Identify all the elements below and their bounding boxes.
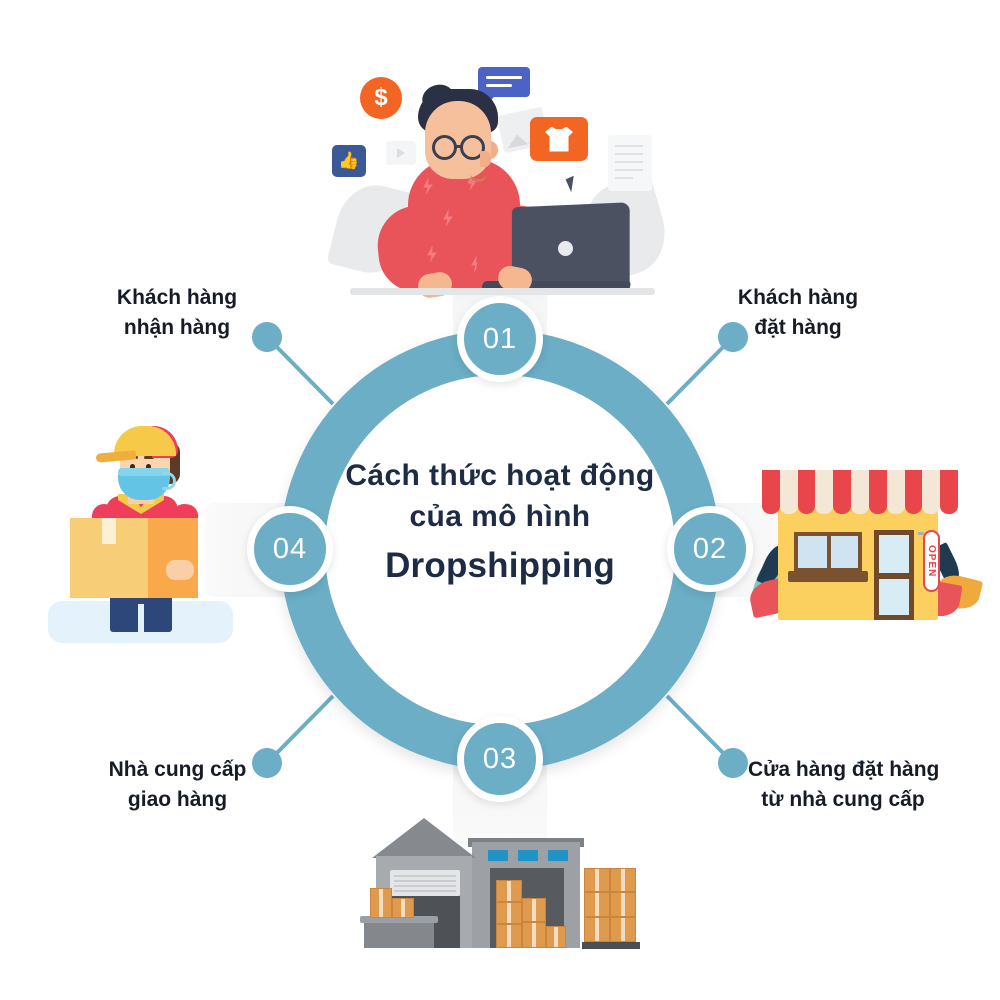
play-icon (386, 141, 416, 165)
document-icon (608, 135, 652, 191)
cardboard-box (610, 868, 636, 892)
dollar-coin-icon: $ (360, 77, 402, 119)
person-nose (480, 151, 491, 167)
label-line-1: Nhà cung cấp (108, 758, 247, 781)
open-sign: OPEN (923, 530, 940, 592)
courier-right-hand (166, 560, 194, 580)
face-mask-top-edge (118, 468, 170, 476)
title-line-1: Cách thức hoạt động (345, 459, 655, 492)
label-line-2: từ nhà cung cấp (761, 788, 925, 812)
title-line-3: Dropshipping (385, 545, 615, 585)
title-line-2: của mô hình (409, 500, 591, 534)
laptop-logo (558, 241, 573, 256)
cardboard-box (370, 888, 392, 918)
face-mask-ear-loop (162, 472, 176, 490)
customer-shopping-online-illustration: $ 👍 (326, 55, 676, 300)
step-badge-03[interactable]: 03 (457, 716, 543, 802)
warehouse-window (488, 850, 508, 861)
cardboard-box (610, 917, 636, 942)
open-sign-rod (918, 532, 924, 535)
shop-window-mullion (827, 532, 831, 572)
warehouse-window (518, 850, 538, 861)
cardboard-box (522, 898, 546, 922)
label-line-1: Cửa hàng đặt hàng (748, 758, 940, 781)
cardboard-box (584, 917, 610, 942)
thumbs-up-icon: 👍 (332, 145, 366, 177)
label-line-2: đặt hàng (754, 316, 842, 340)
label-customer-orders: Khách hàng đặt hàng (733, 283, 863, 344)
cursor-icon (565, 175, 580, 193)
cardboard-box (496, 924, 522, 948)
glasses-icon (432, 135, 457, 160)
loading-dock (364, 922, 434, 948)
label-line-1: Khách hàng (737, 286, 859, 309)
cardboard-box (610, 892, 636, 917)
courier-eye (130, 464, 135, 471)
label-customer-receives: Khách hàng nhận hàng (112, 283, 242, 344)
cardboard-box (584, 892, 610, 917)
tshirt-icon (530, 117, 588, 161)
label-supplier-delivers: Nhà cung cấp giao hàng (105, 755, 250, 816)
pallet (582, 942, 640, 949)
person-smile (470, 171, 487, 182)
delivery-courier-illustration (48, 408, 248, 643)
step-badge-04[interactable]: 04 (247, 506, 333, 592)
parcel-tape (102, 518, 116, 544)
chat-bubble-icon (478, 67, 530, 105)
cardboard-box (546, 926, 566, 948)
shop-window-sill (788, 571, 868, 582)
storefront-illustration: OPEN (746, 440, 985, 635)
parcel-box-side (148, 518, 198, 598)
courier-eyebrow (144, 456, 154, 459)
glasses-bridge (456, 145, 462, 148)
desk-surface (350, 288, 655, 295)
warehouse-illustration (350, 812, 650, 952)
warehouse-roof (372, 818, 476, 858)
page-title: Cách thức hoạt động của mô hình Dropship… (300, 455, 700, 590)
label-line-2: giao hàng (127, 788, 228, 812)
shop-awning (762, 470, 958, 514)
warehouse-roller-shutter (390, 870, 460, 896)
courier-legs-gap (138, 604, 144, 632)
ring-inner-area (325, 375, 675, 725)
loading-dock-top (360, 916, 438, 923)
step-badge-02[interactable]: 02 (667, 506, 753, 592)
warehouse-window (548, 850, 568, 861)
cardboard-box (392, 898, 414, 918)
cardboard-box (496, 902, 522, 924)
cardboard-box (522, 922, 546, 948)
label-line-2: nhận hàng (123, 316, 231, 340)
label-line-1: Khách hàng (116, 286, 238, 309)
cardboard-box (584, 868, 610, 892)
courier-eye (146, 464, 151, 471)
cardboard-box (496, 880, 522, 902)
step-badge-01[interactable]: 01 (457, 296, 543, 382)
label-store-orders-from-supplier: Cửa hàng đặt hàng từ nhà cung cấp (748, 755, 940, 816)
shop-door-crossbar (874, 573, 914, 579)
